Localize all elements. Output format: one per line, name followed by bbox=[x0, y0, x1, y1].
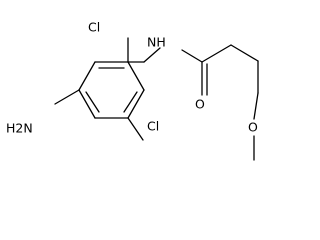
bond-chain-2 bbox=[230, 44, 259, 62]
benzene-ring bbox=[78, 61, 145, 119]
chlorine-top-label: Cl bbox=[88, 20, 100, 35]
atom-labels: H2N NH Cl Cl O O bbox=[6, 20, 258, 136]
ether-oxygen-label: O bbox=[248, 120, 258, 135]
chlorine-bottom-label: Cl bbox=[147, 119, 159, 134]
bond-chain-1 bbox=[201, 44, 232, 63]
bond-chain-4 bbox=[253, 92, 259, 120]
carbonyl-oxygen-label: O bbox=[195, 97, 205, 112]
bond-nh-carbonyl bbox=[181, 49, 203, 63]
side-chain bbox=[201, 44, 259, 161]
structure-diagram: H2N NH Cl Cl O O bbox=[6, 20, 259, 161]
bond-ring-amine bbox=[54, 89, 80, 105]
bond-ring-nh bbox=[143, 47, 161, 63]
substituent-bonds bbox=[54, 37, 203, 141]
amine-label: H2N bbox=[6, 121, 33, 136]
amide-nitrogen-label: NH bbox=[147, 35, 166, 50]
bond-ring-cl-bottom bbox=[127, 117, 144, 141]
